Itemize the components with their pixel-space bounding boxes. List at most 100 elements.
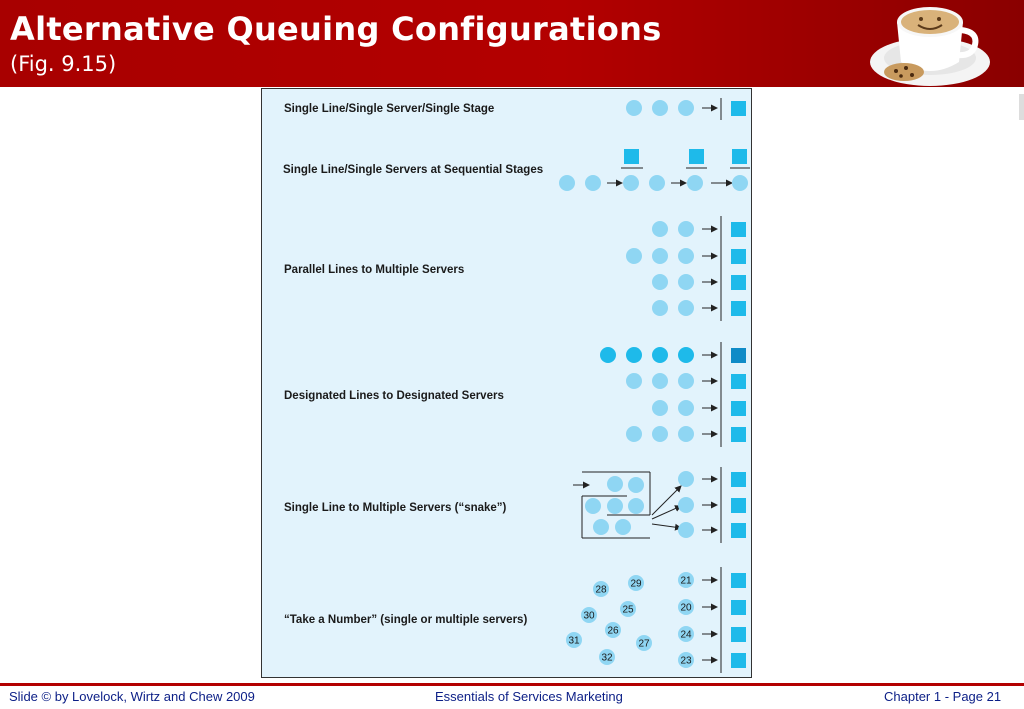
customer-number: 30: [583, 611, 595, 622]
customer-number: 29: [630, 579, 642, 590]
server-square: [731, 301, 746, 316]
footer-course-title: Essentials of Services Marketing: [435, 689, 623, 704]
customer-circle: [678, 100, 694, 116]
customer-circle: [678, 373, 694, 389]
customer-circle: [732, 175, 748, 191]
server-square: [732, 149, 747, 164]
queue-figure: Single Line/Single Server/Single Stage S…: [261, 88, 752, 678]
customer-circle: [678, 599, 694, 615]
server-square: [731, 627, 746, 642]
customer-circle: [678, 497, 694, 513]
customer-circle: [626, 426, 642, 442]
customer-circle: [599, 649, 615, 665]
header-bar: Alternative Queuing Configurations (Fig.…: [0, 0, 1024, 87]
customer-number: 27: [638, 639, 650, 650]
customer-circle: [620, 601, 636, 617]
customer-circle: [678, 426, 694, 442]
server-square: [689, 149, 704, 164]
customer-circle: [623, 175, 639, 191]
server-square: [731, 498, 746, 513]
label-snake-line: Single Line to Multiple Servers (“snake”…: [284, 502, 507, 514]
customer-circle: [678, 221, 694, 237]
customer-circle: [652, 300, 668, 316]
customer-number: 26: [607, 626, 619, 637]
label-designated-lines: Designated Lines to Designated Servers: [284, 390, 504, 402]
label-single-line-single-server: Single Line/Single Server/Single Stage: [284, 103, 494, 115]
customer-circle: [652, 347, 668, 363]
server-square: [731, 401, 746, 416]
customer-circle: [652, 274, 668, 290]
customer-circle: [652, 248, 668, 264]
footer-copyright: Slide © by Lovelock, Wirtz and Chew 2009: [9, 689, 255, 704]
customer-circle: [628, 575, 644, 591]
footer-divider: [0, 683, 1024, 686]
server-square: [731, 653, 746, 668]
customer-circle: [678, 347, 694, 363]
server-square: [731, 472, 746, 487]
server-square: [731, 348, 746, 363]
customer-number: 25: [622, 605, 634, 616]
customer-circle: [605, 622, 621, 638]
customer-circle: [678, 300, 694, 316]
label-take-a-number: “Take a Number” (single or multiple serv…: [284, 614, 527, 626]
coffee-cup-icon: [870, 7, 990, 86]
customer-circle: [626, 100, 642, 116]
queue-diagram: Single Line/Single Server/Single Stage S…: [283, 98, 750, 673]
footer-page-number: Chapter 1 - Page 21: [884, 689, 1002, 704]
customer-circle: [566, 632, 582, 648]
label-sequential-stages: Single Line/Single Servers at Sequential…: [283, 164, 543, 176]
customer-circle: [652, 400, 668, 416]
customer-circle: [652, 221, 668, 237]
customer-circle: [652, 100, 668, 116]
server-square: [731, 427, 746, 442]
customer-circle: [585, 175, 601, 191]
customer-circle: [593, 581, 609, 597]
customer-circle: [626, 347, 642, 363]
arrow: [651, 505, 682, 520]
server-square: [731, 523, 746, 538]
arrow: [651, 523, 682, 531]
customer-circle: [600, 347, 616, 363]
customer-circle: [559, 175, 575, 191]
customer-circle: [593, 519, 609, 535]
customer-circle: [687, 175, 703, 191]
customer-circle: [607, 476, 623, 492]
customer-circle: [678, 400, 694, 416]
server-square: [731, 573, 746, 588]
server-square: [624, 149, 639, 164]
customer-circle: [628, 477, 644, 493]
customer-circle: [626, 373, 642, 389]
customer-circle: [678, 572, 694, 588]
server-square: [731, 275, 746, 290]
customer-circle: [652, 426, 668, 442]
arrow: [651, 485, 682, 516]
served-number: 23: [680, 656, 692, 667]
customer-number: 32: [601, 653, 613, 664]
slide-title: Alternative Queuing Configurations: [10, 10, 662, 48]
customer-circle: [585, 498, 601, 514]
customer-circle: [636, 635, 652, 651]
customer-circle: [649, 175, 665, 191]
customer-circle: [652, 373, 668, 389]
customer-circle: [678, 274, 694, 290]
customer-circle: [607, 498, 623, 514]
server-square: [731, 600, 746, 615]
customer-circle: [628, 498, 644, 514]
served-number: 21: [680, 576, 692, 587]
served-number: 24: [680, 630, 692, 641]
label-parallel-lines: Parallel Lines to Multiple Servers: [284, 264, 464, 276]
customer-number: 28: [595, 585, 607, 596]
customer-number: 31: [568, 636, 580, 647]
customer-circle: [615, 519, 631, 535]
customer-circle: [678, 471, 694, 487]
server-square: [731, 249, 746, 264]
customer-circle: [581, 607, 597, 623]
server-square: [731, 374, 746, 389]
customer-circle: [678, 522, 694, 538]
customer-circle: [626, 248, 642, 264]
slide-subtitle: (Fig. 9.15): [10, 52, 117, 76]
server-square: [731, 222, 746, 237]
server-square: [731, 101, 746, 116]
customer-circle: [678, 248, 694, 264]
customer-circle: [678, 652, 694, 668]
